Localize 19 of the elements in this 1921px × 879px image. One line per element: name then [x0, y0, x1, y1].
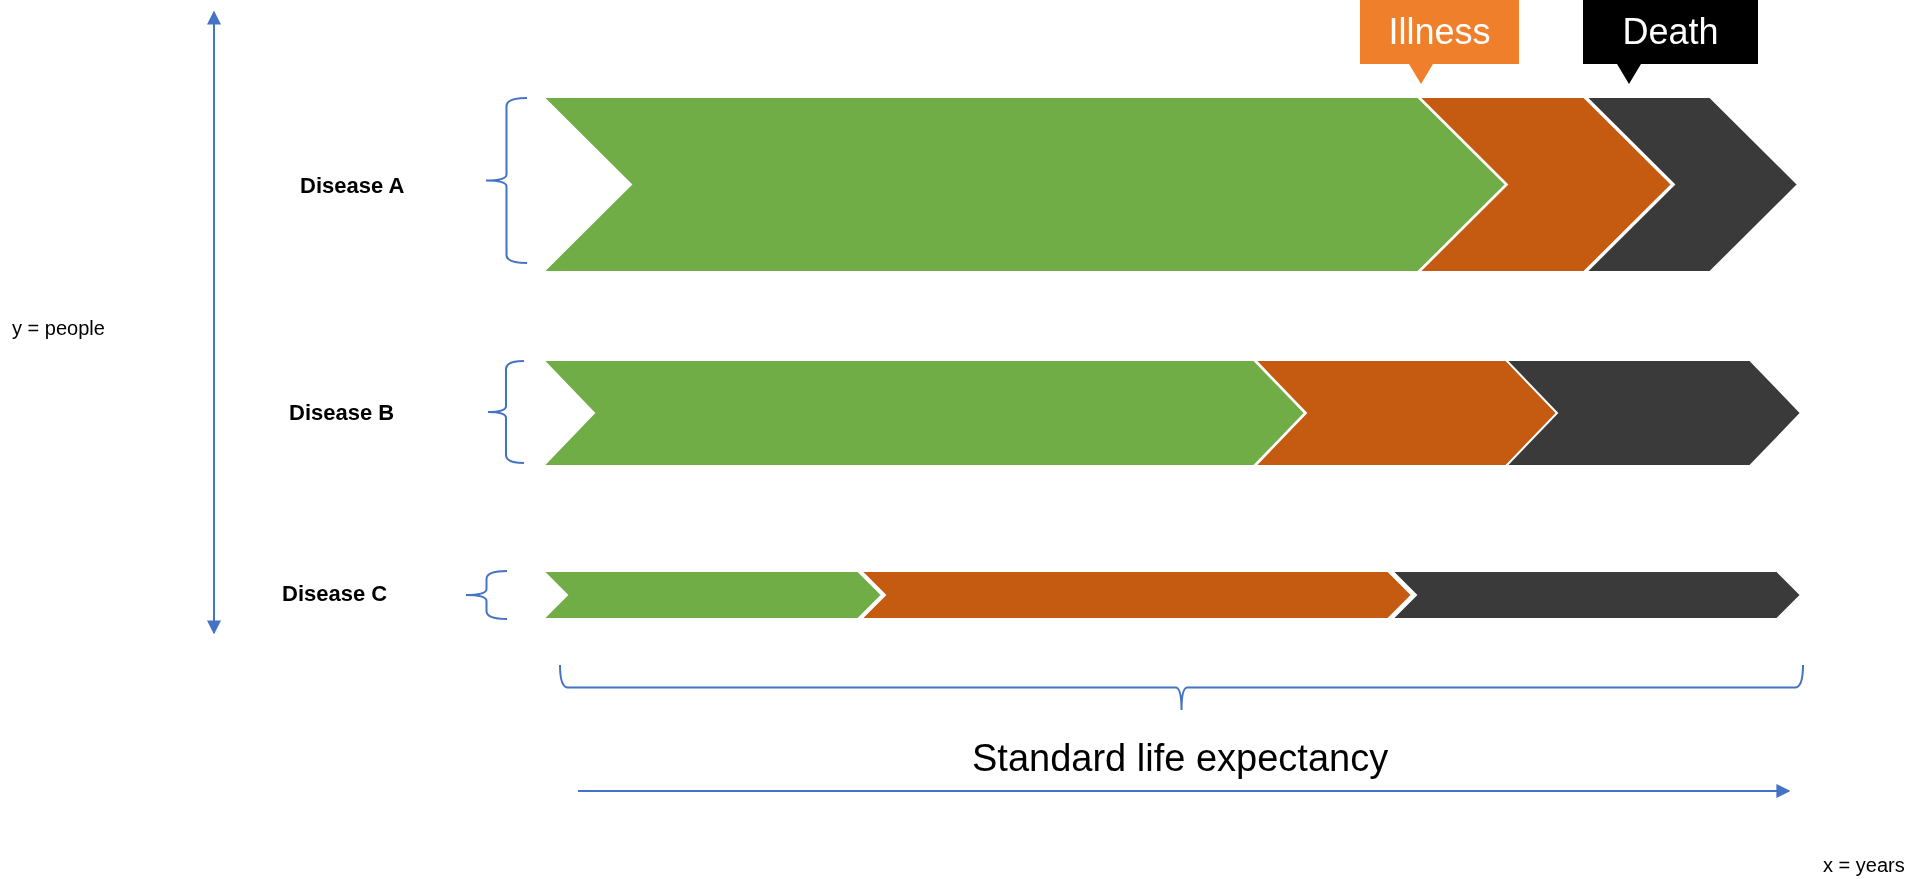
- row-label: Disease A: [300, 173, 405, 200]
- bar-segment: [1392, 571, 1801, 619]
- callout-label: Death: [1621, 10, 1720, 54]
- row-label: Disease C: [282, 581, 388, 608]
- row-label: Disease B: [289, 400, 395, 427]
- bar-segment: [543, 571, 882, 619]
- bar-segment: [543, 97, 1506, 272]
- callout-box: [1360, 0, 1519, 84]
- callout-box: [1583, 0, 1758, 84]
- bar-segment: [1506, 360, 1801, 466]
- callout-label: Illness: [1387, 10, 1492, 54]
- bar-segment: [1586, 97, 1798, 272]
- bar-segment: [1419, 97, 1672, 272]
- bar-segment: [861, 571, 1412, 619]
- axis-label: y = people: [12, 316, 105, 340]
- bar-segment: [1255, 360, 1558, 466]
- bar-segment: [543, 360, 1305, 466]
- axis-label: x = years: [1823, 853, 1905, 877]
- axis-title: Standard life expectancy: [972, 736, 1389, 781]
